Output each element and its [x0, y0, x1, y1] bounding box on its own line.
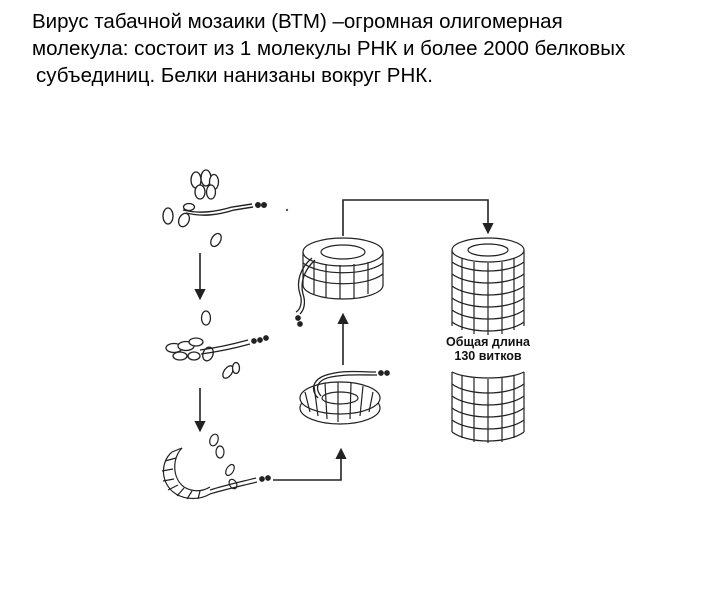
- stage1-subunits: [162, 169, 222, 248]
- stage3-rna: [209, 475, 271, 495]
- virion-bottom: [451, 371, 525, 443]
- stage5-rna: [295, 257, 316, 327]
- stage2-subunits: [165, 310, 241, 379]
- title-line-3: субъединиц. Белки нанизаны вокруг РНК.: [36, 64, 433, 87]
- title-line-2: молекула: состоит из 1 молекулы РНК и бо…: [32, 37, 626, 60]
- virion-top: [451, 237, 525, 335]
- slide-title: Вирус табачной мозаики (ВТМ) –огромная о…: [32, 8, 720, 89]
- virion-length-label-line2: 130 витков: [454, 349, 522, 363]
- arrow-top-loop: [342, 199, 494, 236]
- stage2-rna: [199, 335, 269, 355]
- title-line-1: Вирус табачной мозаики (ВТМ) –огромная о…: [32, 10, 563, 33]
- tmv-assembly-diagram: Общая длина 130 витков: [161, 169, 531, 500]
- stage5-stacked-disks: [302, 237, 384, 300]
- stage4-disk: [299, 381, 381, 425]
- stage4-rna: [312, 370, 390, 399]
- stage1-rna: [182, 201, 268, 216]
- virion-length-label-line1: Общая длина: [446, 335, 531, 349]
- arrow-right-up: [273, 447, 347, 481]
